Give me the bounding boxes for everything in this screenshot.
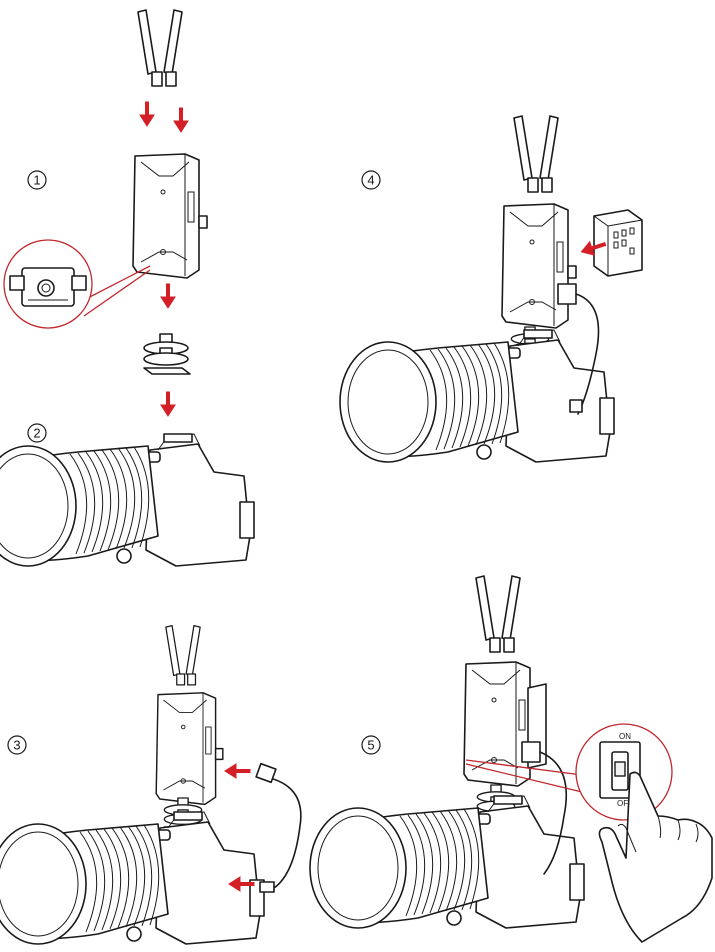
switch-off-label: OFF [617,799,633,808]
camera-icon [309,795,585,929]
svg-text:3: 3 [13,738,20,753]
step-1-number: 1 [27,170,47,190]
svg-text:5: 5 [367,738,374,753]
transmitter-icon [501,203,577,329]
step-4-number: 4 [361,170,381,190]
transmitter-icon [132,153,208,279]
arrow-icon [139,101,189,133]
switch-on-label: ON [619,732,631,741]
step-2-group: 2 [0,423,255,567]
cable-icon [521,741,568,875]
antenna-icon [165,624,201,686]
svg-text:4: 4 [367,173,374,188]
step-3-group: 3 [0,624,302,945]
step-4-group: 4 [339,115,643,463]
camera-icon [0,811,265,945]
cable-icon [255,762,302,893]
step-5-number: 5 [361,735,381,755]
battery-icon [593,209,643,277]
camera-icon [0,433,255,567]
arrow-icon [160,391,176,417]
step-1-group: 1 [3,9,208,417]
hot-shoe-adapter-icon [143,333,191,375]
detail-callout [3,239,151,329]
antenna-icon [137,9,183,87]
hand-icon [598,771,713,943]
svg-text:1: 1 [33,173,40,188]
antenna-icon [513,115,559,193]
svg-text:2: 2 [33,426,40,441]
camera-icon [339,329,615,463]
arrow-icon [160,283,176,309]
cable-icon [557,283,600,415]
antenna-icon [475,575,521,653]
transmitter-icon [155,692,224,806]
step-3-number: 3 [7,735,27,755]
step-2-number: 2 [27,423,47,443]
step-5-group: 5 ON OFF [309,575,713,943]
